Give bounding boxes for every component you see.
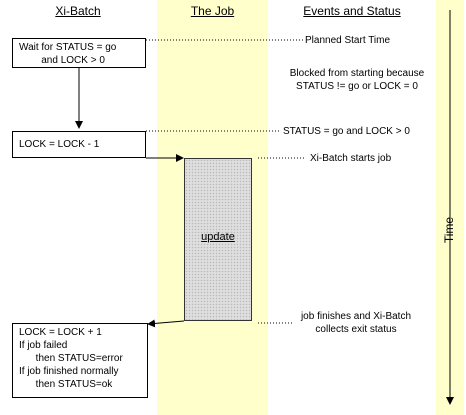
job-update-label: update (201, 231, 235, 243)
job-update-box: update (184, 158, 252, 321)
events-column-header: Events and Status (303, 4, 401, 18)
wait-condition-box: Wait for STATUS = go and LOCK > 0 (12, 38, 146, 68)
lock-decrement-box: LOCK = LOCK - 1 (12, 131, 146, 158)
job-to-lock-arrow (147, 319, 185, 328)
time-axis-label: Time (442, 216, 456, 244)
xibatch-column-header: Xi-Batch (55, 4, 101, 18)
planned-start-note: Planned Start Time (305, 35, 391, 46)
job-finishes-note: job finishes and Xi-Batch collects exit … (300, 311, 412, 335)
job-starts-note: Xi-Batch starts job (310, 153, 392, 164)
job-column-header: The Job (190, 4, 235, 18)
time-axis-label-wrap: Time (442, 210, 456, 250)
lock-increment-box: LOCK = LOCK + 1 If job failed then STATU… (12, 323, 148, 398)
status-go-note: STATUS = go and LOCK > 0 (283, 126, 410, 137)
blocked-note: Blocked from starting because STATUS != … (289, 68, 425, 92)
